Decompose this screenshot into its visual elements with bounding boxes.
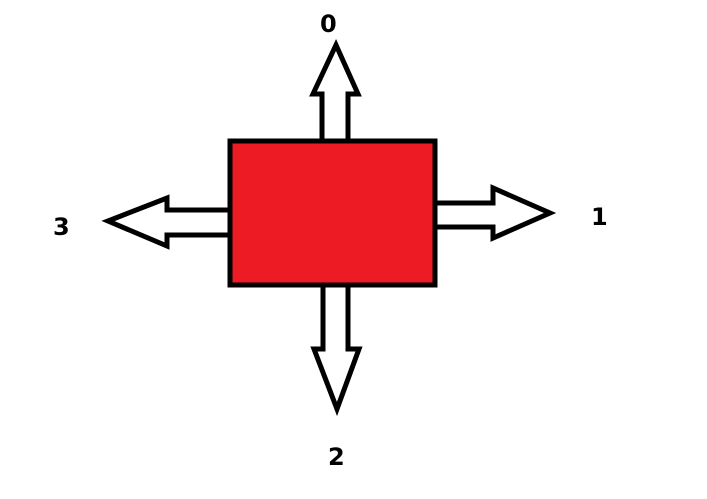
arrow-up <box>309 39 362 144</box>
label-up: 0 <box>320 10 337 38</box>
label-right: 1 <box>591 203 608 231</box>
label-left: 3 <box>53 213 70 241</box>
arrow-right <box>432 184 557 242</box>
label-down: 2 <box>328 443 345 471</box>
arrow-down <box>310 282 363 417</box>
center-box <box>227 138 438 288</box>
arrow-left <box>101 194 233 250</box>
